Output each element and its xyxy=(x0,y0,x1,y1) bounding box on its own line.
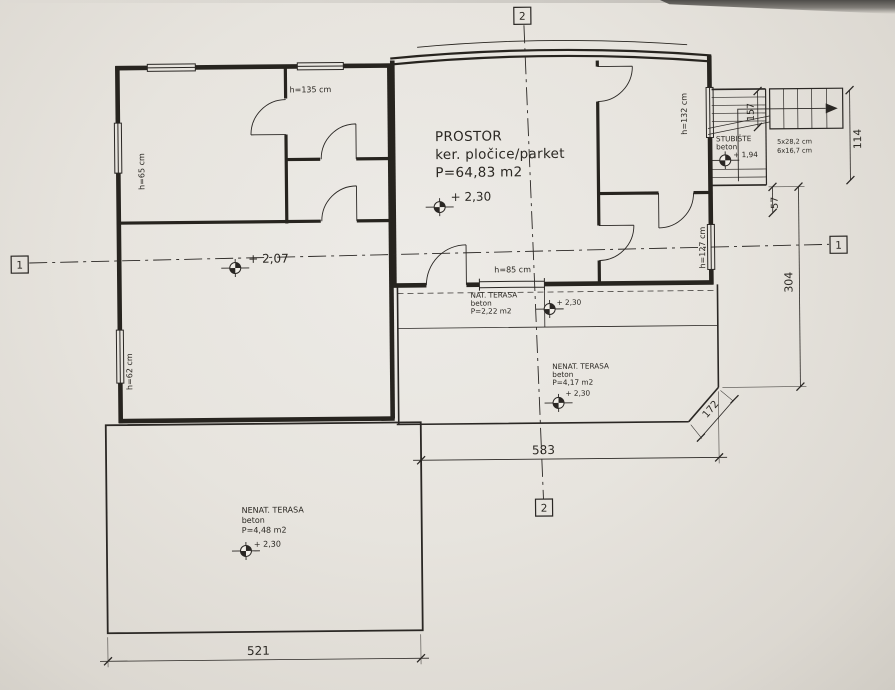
hall-level: + 2,07 xyxy=(248,252,289,266)
stubiste-material: beton xyxy=(716,142,737,151)
nenat-terasa-mid-area: P=4,17 m2 xyxy=(552,378,593,387)
nenat-terasa-low-title: NENAT. TERASA xyxy=(242,505,305,515)
prostor-area: P=64,83 m2 xyxy=(435,164,522,181)
dim-stair-run: 157 xyxy=(746,103,757,121)
elevation-marker-icon xyxy=(425,197,455,217)
nat-terasa-material: beton xyxy=(471,299,492,308)
prostor-title: PROSTOR xyxy=(435,128,502,145)
windows xyxy=(113,61,716,384)
nenat-terasa-low-material: beton xyxy=(242,516,265,525)
stubiste-treads-run: 5x28,2 cm xyxy=(777,137,812,145)
paper-edge-shadow-top xyxy=(0,0,895,3)
prostor-level: + 2,30 xyxy=(451,190,492,204)
nenat-terasa-low-area: P=4,48 m2 xyxy=(242,526,287,535)
prostor-finish: ker. pločice/parket xyxy=(435,146,565,163)
exterior-walls xyxy=(115,55,714,424)
opening-left-lower: h=62 cm xyxy=(125,353,134,390)
opening-right-lower: h=127 cm xyxy=(698,227,707,269)
top-curved-wall xyxy=(390,39,712,66)
opening-labels: h=135 cm h=65 cm h=62 cm h=132 cm h=127 … xyxy=(125,85,707,390)
terrace-outlines xyxy=(104,284,720,635)
section-marker-1-right-box xyxy=(829,235,848,254)
section-2-bottom-label: 2 xyxy=(541,503,548,515)
opening-left-upper: h=65 cm xyxy=(137,153,146,190)
nat-terasa-area: P=2,22 m2 xyxy=(471,306,512,315)
stubiste-level: + 1,94 xyxy=(733,150,758,159)
dim-stair-width: 114 xyxy=(852,129,864,149)
opening-bottom-center: h=85 cm xyxy=(494,265,531,274)
stubiste-treads-rise: 6x16,7 cm xyxy=(777,146,812,154)
opening-top-left: h=135 cm xyxy=(290,85,332,94)
dim-bottom-width: 521 xyxy=(247,644,270,658)
section-1-right-label: 1 xyxy=(835,240,842,252)
dim-right-height: 304 xyxy=(782,272,795,293)
section-marker-1-left-box xyxy=(10,255,29,274)
nat-terasa-level: + 2,30 xyxy=(557,298,582,307)
room-labels: PROSTOR ker. pločice/parket P=64,83 m2 +… xyxy=(242,128,813,549)
opening-right-upper: h=132 cm xyxy=(680,93,689,135)
stair-direction-arrow-icon xyxy=(825,103,838,114)
nenat-terasa-mid-material: beton xyxy=(552,370,573,379)
section-lines xyxy=(10,6,848,517)
dim-terrace-width: 583 xyxy=(532,443,555,457)
nat-terasa-title: NAT. TERASA xyxy=(470,290,517,299)
dim-stair-offset: 57 xyxy=(770,197,781,209)
nenat-terasa-low-level: + 2,30 xyxy=(254,540,281,549)
staircase xyxy=(707,87,844,187)
section-marker-2-bottom-box xyxy=(534,498,554,517)
interior-walls xyxy=(116,60,713,286)
section-marker-2-top-box xyxy=(513,6,532,25)
nenat-terasa-mid-level: + 2,30 xyxy=(565,389,590,398)
dimension-lines xyxy=(100,85,855,668)
nenat-terasa-mid-title: NENAT. TERASA xyxy=(552,361,609,371)
doors xyxy=(250,65,694,286)
section-1-left-label: 1 xyxy=(16,260,23,272)
stubiste-title: STUBIŠTE xyxy=(716,134,752,143)
section-2-top-label: 2 xyxy=(519,11,526,23)
elevation-marker-icon xyxy=(220,258,250,278)
